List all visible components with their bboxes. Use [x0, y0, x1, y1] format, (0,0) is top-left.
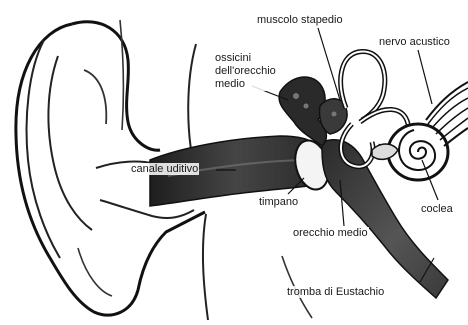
pinna-top-rim	[72, 22, 160, 150]
label-ossicini-line-1: ossicini	[215, 52, 276, 65]
label-muscolo-stapedio: muscolo stapedio	[256, 14, 344, 26]
antihelix	[48, 56, 92, 230]
acoustic-nerve-1	[428, 88, 468, 124]
label-tromba-eustachio: tromba di Eustachio	[286, 286, 385, 298]
leader-nervo-acustico	[418, 50, 432, 104]
label-ossicini: ossicini dell'orecchio medio	[214, 52, 277, 91]
label-coclea: coclea	[420, 203, 454, 215]
label-nervo-acustico: nervo acustico	[378, 36, 451, 48]
antihelix-fold	[84, 70, 106, 124]
earlobe-fold	[78, 248, 112, 296]
helix-inner	[27, 40, 60, 258]
acoustic-nerve-4	[440, 118, 468, 140]
label-ossicini-line-3: medio	[215, 78, 276, 91]
tragus	[100, 200, 194, 218]
label-timpano: timpano	[258, 196, 299, 208]
ossicle-texture-3	[332, 112, 337, 117]
ossicle-texture-2	[304, 104, 309, 109]
label-ossicini-line-2: dell'orecchio	[215, 65, 276, 78]
label-canale-uditivo: canale uditivo	[130, 163, 199, 175]
label-orecchio-medio: orecchio medio	[292, 227, 369, 239]
ossicle-texture-1	[293, 93, 299, 99]
